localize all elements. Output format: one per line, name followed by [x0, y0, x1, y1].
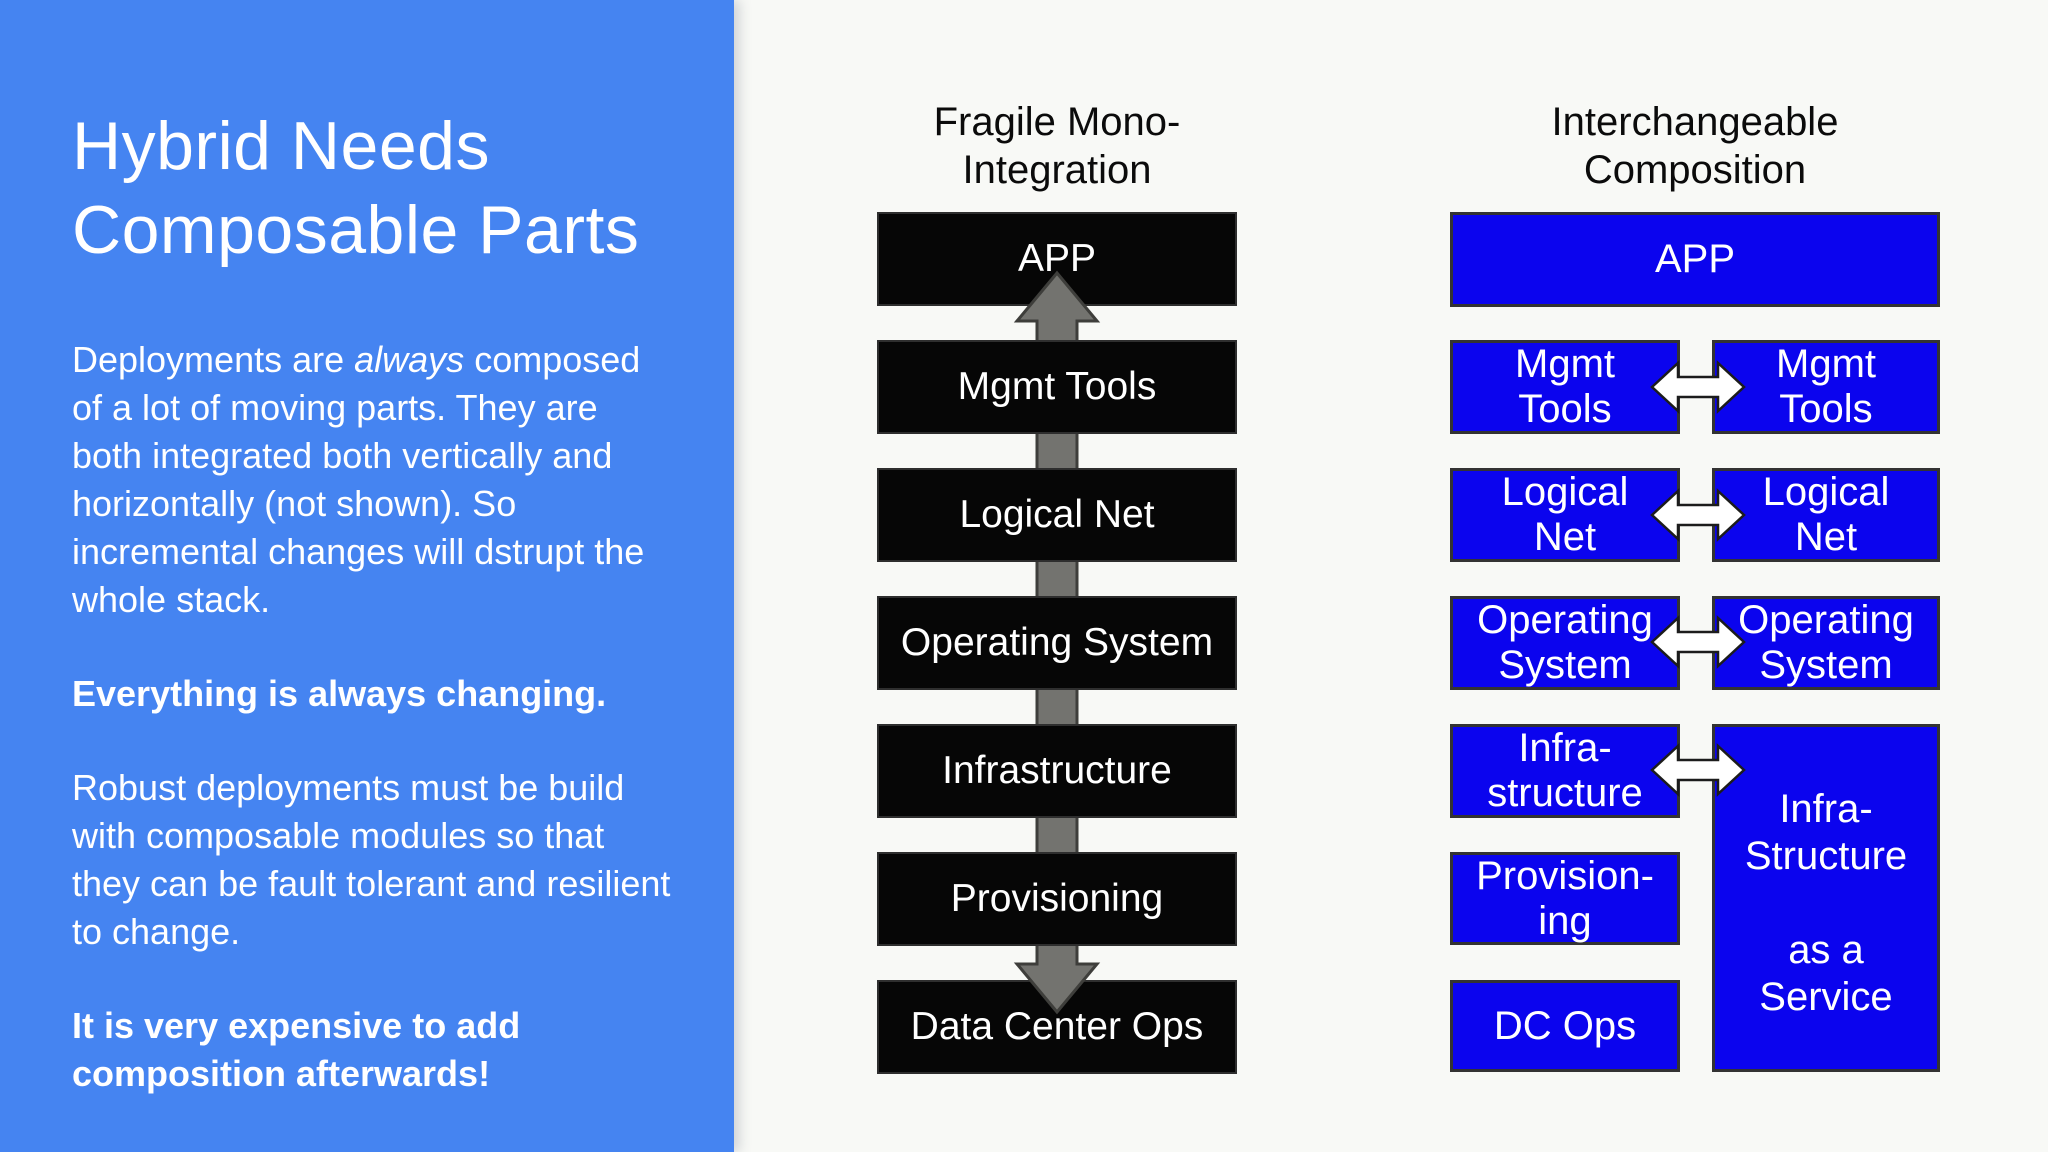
comp-box-app: APP	[1450, 212, 1940, 307]
horizontal-double-arrow-icon	[1650, 488, 1746, 542]
mono-box-infrastructure: Infrastructure	[877, 724, 1237, 818]
paragraph-robust-deployments: Robust deployments must be build with co…	[72, 767, 671, 952]
comp-box-dc-ops: DC Ops	[1450, 980, 1680, 1072]
comp-box-os-right: Operating System	[1712, 596, 1940, 690]
comp-box-mgmt-tools-right: Mgmt Tools	[1712, 340, 1940, 434]
mono-box-mgmt-tools: Mgmt Tools	[877, 340, 1237, 434]
horizontal-double-arrow-icon	[1650, 360, 1746, 414]
comp-box-infrastructure: Infra- structure	[1450, 724, 1680, 818]
comp-box-os-left: Operating System	[1450, 596, 1680, 690]
p1-after: composed of a lot of moving parts. They …	[72, 339, 645, 620]
mono-box-operating-system: Operating System	[877, 596, 1237, 690]
p1-italic: always	[354, 339, 465, 380]
mono-integration-heading: Fragile Mono- Integration	[933, 100, 1181, 192]
paragraph-everything-changing: Everything is always changing.	[72, 673, 607, 714]
slide-body: Deployments are always composed of a lot…	[72, 336, 676, 1144]
horizontal-double-arrow-icon	[1650, 615, 1746, 669]
comp-box-provisioning: Provision- ing	[1450, 852, 1680, 945]
paragraph-deployments: Deployments are always composed of a lot…	[72, 336, 676, 624]
mono-box-provisioning: Provisioning	[877, 852, 1237, 946]
p1-before: Deployments are	[72, 339, 355, 380]
slide-title: Hybrid Needs Composable Parts	[72, 108, 640, 268]
comp-box-iaas: Infra- Structure as a Service	[1712, 724, 1940, 1072]
comp-box-logical-net-right: Logical Net	[1712, 468, 1940, 562]
composition-heading: Interchangeable Composition	[1551, 100, 1839, 192]
comp-box-mgmt-tools-left: Mgmt Tools	[1450, 340, 1680, 434]
mono-box-logical-net: Logical Net	[877, 468, 1237, 562]
horizontal-double-arrow-icon	[1650, 743, 1746, 797]
paragraph-expensive: It is very expensive to add composition …	[72, 1005, 521, 1094]
left-panel: Hybrid Needs Composable Parts Deployment…	[0, 0, 734, 1152]
comp-box-logical-net-left: Logical Net	[1450, 468, 1680, 562]
